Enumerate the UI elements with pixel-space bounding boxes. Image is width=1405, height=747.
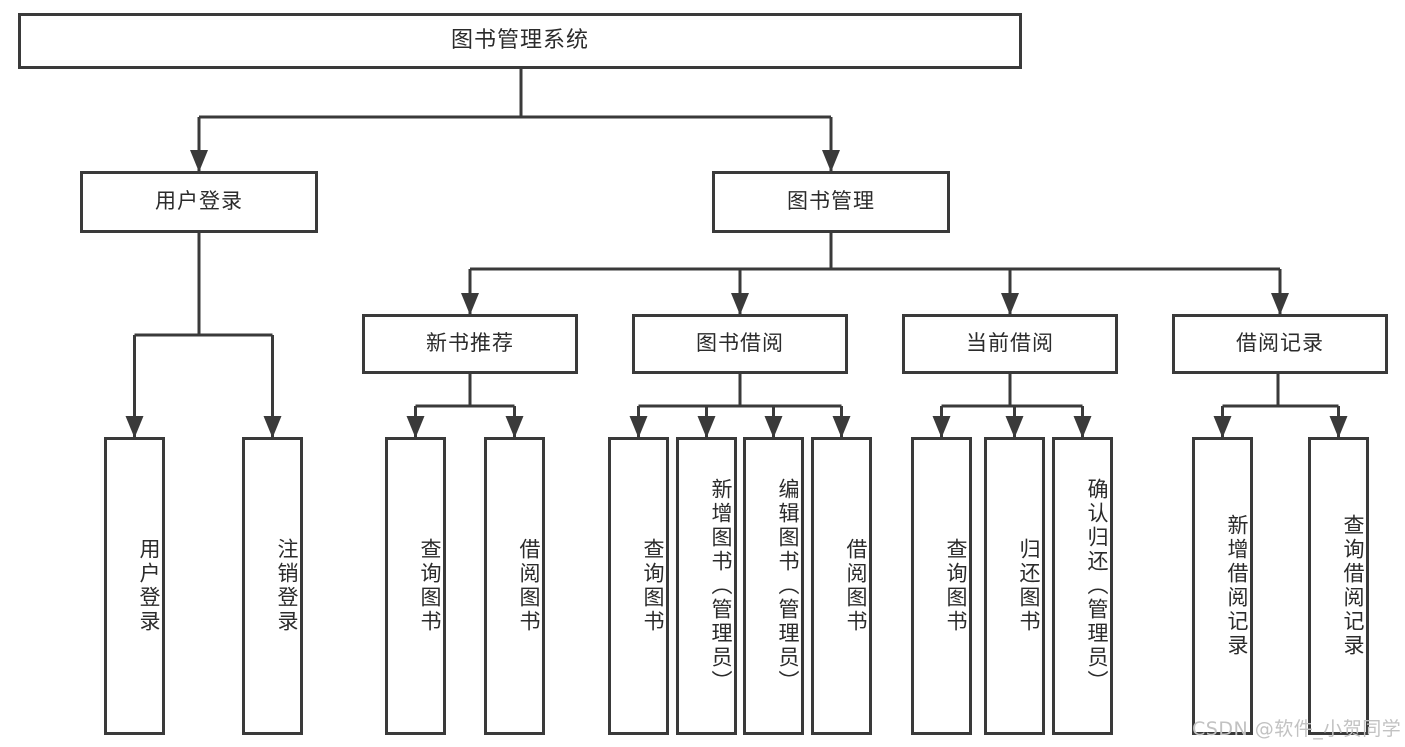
node-label: 新增图书（管理员） bbox=[709, 478, 733, 694]
node-label: 借阅图书 bbox=[844, 538, 868, 634]
node-label: 注销登录 bbox=[275, 538, 299, 634]
node-label: 用户登录 bbox=[155, 189, 243, 214]
arrow-head-icon bbox=[764, 416, 783, 438]
node-leaf-current-2: 归还图书 bbox=[984, 437, 1045, 735]
arrow-head-icon bbox=[832, 416, 851, 438]
node-login: 用户登录 bbox=[80, 171, 318, 233]
arrow-head-icon bbox=[505, 416, 524, 438]
node-leaf-new-1: 查询图书 bbox=[385, 437, 446, 735]
node-leaf-current-3: 确认归还（管理员） bbox=[1052, 437, 1113, 735]
arrow-head-icon bbox=[263, 416, 282, 438]
node-leaf-login-1: 用户登录 bbox=[104, 437, 165, 735]
node-label: 查询借阅记录 bbox=[1341, 514, 1365, 658]
node-label: 查询图书 bbox=[418, 538, 442, 634]
node-label: 图书管理 bbox=[787, 189, 875, 214]
node-label: 确认归还（管理员） bbox=[1085, 478, 1109, 694]
arrow-head-icon bbox=[190, 150, 208, 172]
arrow-head-icon bbox=[1329, 416, 1348, 438]
node-records: 借阅记录 bbox=[1172, 314, 1388, 374]
node-label: 查询图书 bbox=[641, 538, 665, 634]
node-label: 新增借阅记录 bbox=[1225, 514, 1249, 658]
arrow-head-icon bbox=[822, 150, 840, 172]
node-label: 归还图书 bbox=[1017, 538, 1041, 634]
arrow-head-icon bbox=[1073, 416, 1092, 438]
node-label: 查询图书 bbox=[944, 538, 968, 634]
node-leaf-current-1: 查询图书 bbox=[911, 437, 972, 735]
node-label: 借阅图书 bbox=[517, 538, 541, 634]
arrow-head-icon bbox=[1213, 416, 1232, 438]
arrow-head-icon bbox=[731, 293, 749, 315]
node-label: 当前借阅 bbox=[966, 331, 1054, 356]
arrow-head-icon bbox=[1001, 293, 1019, 315]
node-root: 图书管理系统 bbox=[18, 13, 1022, 69]
node-label: 图书借阅 bbox=[696, 331, 784, 356]
arrow-head-icon bbox=[1271, 293, 1289, 315]
node-bookmgmt: 图书管理 bbox=[712, 171, 950, 233]
arrow-head-icon bbox=[461, 293, 479, 315]
node-newbook: 新书推荐 bbox=[362, 314, 578, 374]
arrow-head-icon bbox=[406, 416, 425, 438]
node-current: 当前借阅 bbox=[902, 314, 1118, 374]
csdn-watermark: CSDN @软件_小贺同学 bbox=[1192, 718, 1402, 740]
node-leaf-borrow-3: 编辑图书（管理员） bbox=[743, 437, 804, 735]
node-leaf-rec-2: 查询借阅记录 bbox=[1308, 437, 1369, 735]
node-leaf-login-2: 注销登录 bbox=[242, 437, 303, 735]
node-label: 图书管理系统 bbox=[450, 27, 589, 53]
node-label: 用户登录 bbox=[137, 538, 161, 634]
node-leaf-borrow-4: 借阅图书 bbox=[811, 437, 872, 735]
node-label: 编辑图书（管理员） bbox=[776, 478, 800, 694]
node-leaf-borrow-1: 查询图书 bbox=[608, 437, 669, 735]
node-borrow: 图书借阅 bbox=[632, 314, 848, 374]
arrow-head-icon bbox=[125, 416, 144, 438]
arrow-head-icon bbox=[629, 416, 648, 438]
arrow-head-icon bbox=[932, 416, 951, 438]
arrow-head-icon bbox=[697, 416, 716, 438]
node-label: 借阅记录 bbox=[1236, 331, 1324, 356]
node-label: 新书推荐 bbox=[426, 331, 514, 356]
arrow-head-icon bbox=[1005, 416, 1024, 438]
node-leaf-rec-1: 新增借阅记录 bbox=[1192, 437, 1253, 735]
node-leaf-new-2: 借阅图书 bbox=[484, 437, 545, 735]
node-leaf-borrow-2: 新增图书（管理员） bbox=[676, 437, 737, 735]
